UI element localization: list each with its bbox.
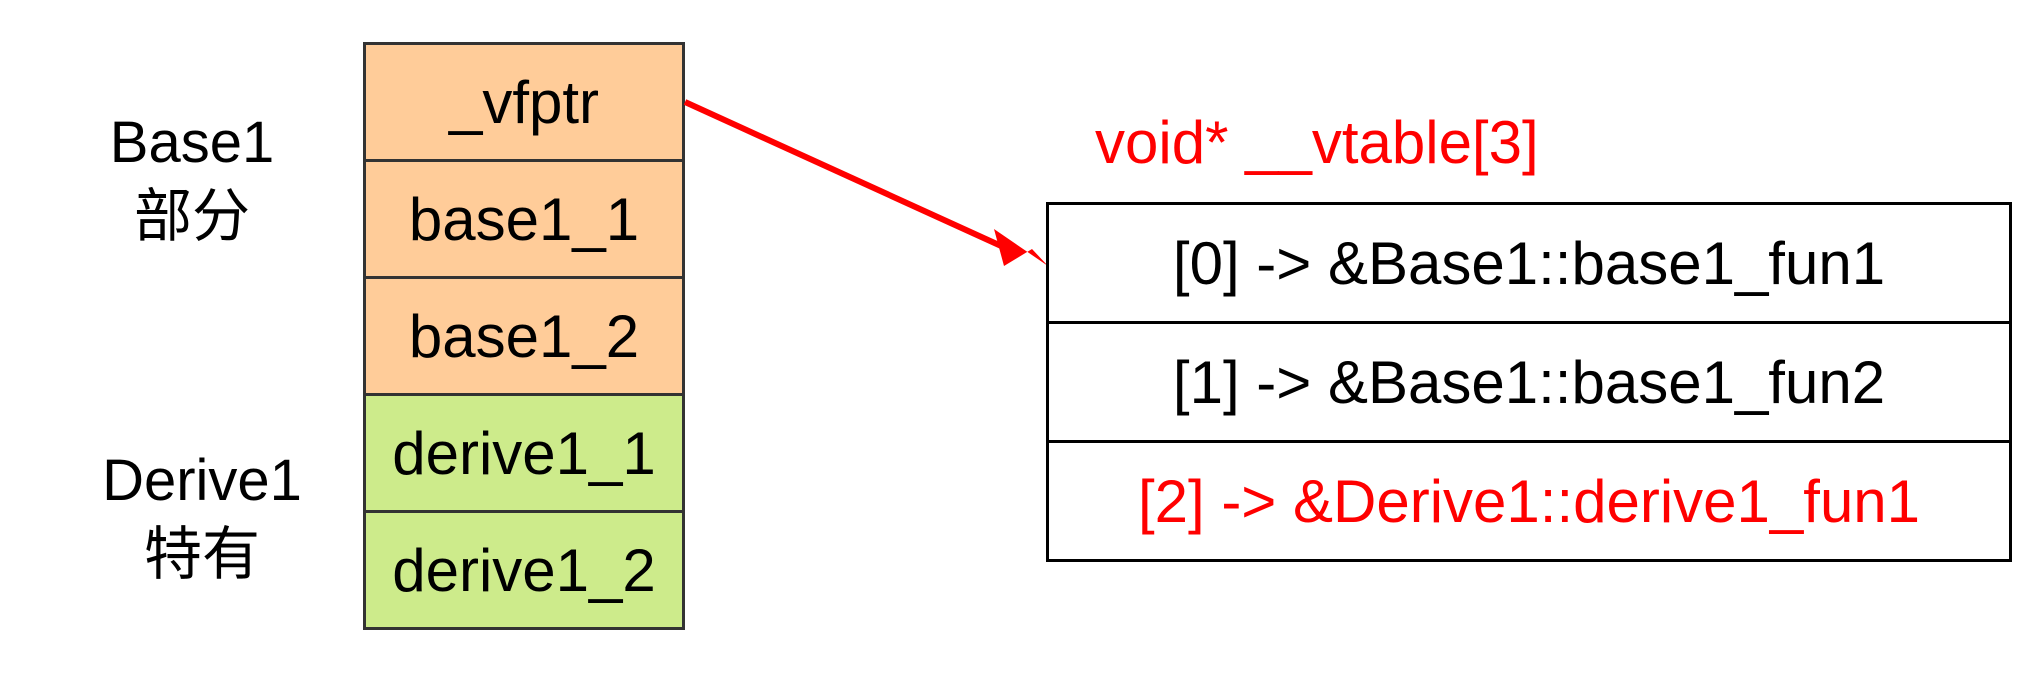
base1-1-cell: base1_1: [363, 159, 685, 279]
vfptr-arrow-head: [994, 229, 1048, 266]
vfptr-cell: _vfptr: [363, 42, 685, 162]
derive1-2-cell: derive1_2: [363, 510, 685, 630]
vtable: [0] -> &Base1::base1_fun1 [1] -> &Base1:…: [1046, 202, 2012, 562]
derive1-label-suffix: 特有: [143, 522, 260, 587]
base1-label-suffix: 部分: [133, 184, 250, 249]
base1-label-name: Base1: [109, 110, 275, 175]
base1-section-label: Base1 部分: [42, 106, 342, 254]
object-memory-layout: _vfptr base1_1 base1_2 derive1_1 derive1…: [363, 42, 685, 630]
vtable-entry-1: [1] -> &Base1::base1_fun2: [1046, 321, 2012, 443]
vtable-title: void* __vtable[3]: [1095, 109, 1539, 176]
vtable-entry-0: [0] -> &Base1::base1_fun1: [1046, 202, 2012, 324]
vtable-entry-2: [2] -> &Derive1::derive1_fun1: [1046, 440, 2012, 562]
derive1-section-label: Derive1 特有: [52, 444, 352, 592]
derive1-label-name: Derive1: [102, 448, 302, 513]
vfptr-arrow-line: [683, 99, 1012, 253]
